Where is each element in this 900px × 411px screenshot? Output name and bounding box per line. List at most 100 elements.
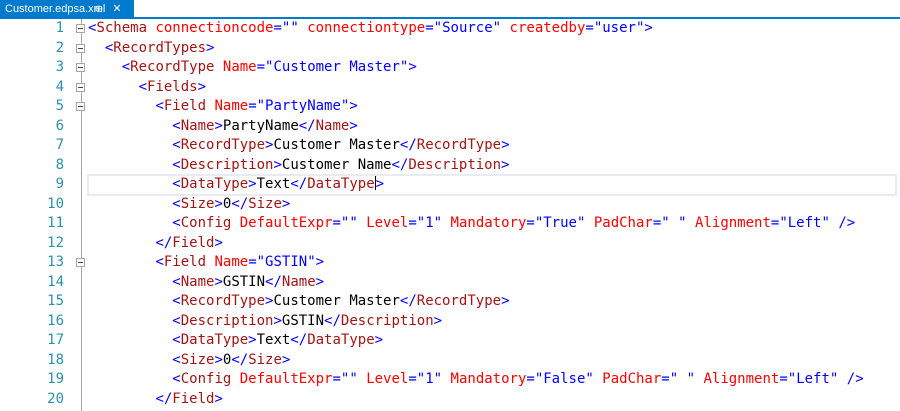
xml-delimiter: </ [298, 117, 316, 134]
collapse-outline-icon[interactable] [76, 63, 85, 72]
code-text: <Config DefaultExpr="" Level="1" Mandato… [88, 370, 896, 390]
code-line[interactable]: 17 <DataType>Text</DataType> [0, 331, 900, 351]
xml-delimiter: </ [324, 312, 341, 329]
xml-delimiter: </ [290, 176, 308, 192]
document-tab-title: Customer.edpsa.xml [5, 3, 106, 15]
line-number: 8 [55, 156, 64, 173]
xml-attribute-name: DefaultExpr [239, 371, 333, 387]
xml-tag-name: RecordType [416, 137, 502, 153]
line-number: 3 [55, 59, 64, 75]
code-line[interactable]: 13 <Field Name="GSTIN"> [0, 253, 900, 273]
xml-text [585, 215, 593, 231]
xml-text [88, 371, 172, 387]
code-text: <Schema connectioncode="" connectiontype… [88, 19, 896, 39]
code-line[interactable]: 16 <Description>GSTIN</Description> [0, 312, 900, 332]
xml-delimiter: > [248, 332, 257, 348]
xml-delimiter: < [172, 215, 181, 231]
xml-tag-name: Fields [147, 78, 198, 95]
code-line[interactable]: 9 <DataType>Text</DataType> [0, 174, 900, 196]
code-line[interactable]: 4 <Fields> [0, 78, 900, 98]
xml-text: Customer Master [273, 293, 400, 309]
xml-text: Text [256, 176, 291, 192]
xml-tag-name: DataType [180, 332, 249, 348]
xml-delimiter: = [332, 371, 341, 387]
code-line[interactable]: 10 <Size>0</Size> [0, 195, 900, 215]
document-tab[interactable]: Customer.edpsa.xml ⊕ ✕ [0, 0, 134, 19]
collapse-outline-icon[interactable] [76, 82, 85, 92]
xml-tag-name: Field [172, 234, 215, 251]
xml-text [88, 40, 105, 56]
code-line[interactable]: 12 </Field> [0, 234, 900, 254]
xml-delimiter: = [425, 20, 434, 36]
code-text: <Field Name="GSTIN"> [88, 253, 896, 273]
xml-tag-name: Description [408, 156, 502, 173]
code-editor[interactable]: 1<Schema connectioncode="" connectiontyp… [0, 19, 900, 411]
xml-text [88, 157, 172, 173]
line-number: 9 [55, 176, 64, 192]
code-line[interactable]: 11 <Config DefaultExpr="" Level="1" Mand… [0, 214, 900, 234]
code-line[interactable]: 1<Schema connectioncode="" connectiontyp… [0, 19, 900, 39]
xml-tag-name: Size [248, 195, 282, 212]
xml-attribute-value: "" [340, 215, 358, 231]
xml-tag-name: Description [180, 156, 274, 173]
collapse-outline-icon[interactable] [76, 43, 85, 53]
code-text: <DataType>Text</DataType> [87, 174, 897, 196]
xml-delimiter: > [408, 59, 417, 75]
xml-text [214, 59, 222, 75]
collapse-outline-icon[interactable] [76, 102, 85, 111]
code-line[interactable]: 15 <RecordType>Customer Master</RecordTy… [0, 292, 900, 312]
collapse-outline-icon[interactable] [76, 24, 85, 33]
code-line[interactable]: 14 <Name>GSTIN</Name> [0, 273, 900, 293]
code-text: <RecordTypes> [88, 39, 896, 59]
code-line[interactable]: 3 <RecordType Name="Customer Master"> [0, 58, 900, 78]
xml-text [88, 332, 172, 348]
code-text: <Name>PartyName</Name> [88, 117, 896, 137]
xml-text [442, 215, 450, 231]
pin-icon[interactable]: ⊕ [94, 4, 104, 15]
xml-attribute-value: "False" [534, 371, 594, 387]
xml-delimiter: > [273, 156, 282, 173]
xml-text [231, 371, 239, 387]
line-number: 4 [55, 78, 64, 95]
code-line[interactable]: 19 <Config DefaultExpr="" Level="1" Mand… [0, 370, 900, 390]
xml-text [88, 79, 139, 95]
xml-delimiter: > [265, 293, 274, 309]
xml-attribute-value: "" [281, 20, 299, 36]
xml-delimiter: > [433, 312, 443, 329]
xml-delimiter: < [138, 78, 148, 95]
xml-delimiter: = [256, 59, 266, 75]
code-line[interactable]: 7 <RecordType>Customer Master</RecordTyp… [0, 136, 900, 156]
xml-delimiter: > [315, 273, 325, 290]
xml-attribute-name: Alignment [695, 215, 771, 231]
xml-text [231, 215, 239, 231]
code-line[interactable]: 5 <Field Name="PartyName"> [0, 97, 900, 117]
code-line[interactable]: 2 <RecordTypes> [0, 39, 900, 59]
xml-attribute-value: "1" [416, 371, 443, 387]
xml-text: 0 [222, 195, 232, 212]
line-number: 17 [47, 332, 64, 348]
code-text: <Config DefaultExpr="" Level="1" Mandato… [88, 214, 896, 234]
close-icon[interactable]: ✕ [112, 3, 122, 15]
xml-text [88, 391, 155, 407]
code-line[interactable]: 18 <Size>0</Size> [0, 351, 900, 371]
collapse-outline-icon[interactable] [76, 258, 85, 267]
xml-tag-name: RecordTypes [113, 39, 207, 56]
xml-delimiter: > [501, 156, 510, 173]
xml-delimiter: </ [231, 351, 249, 368]
code-line[interactable]: 8 <Description>Customer Name</Descriptio… [0, 156, 900, 176]
code-line[interactable]: 20 </Field> [0, 390, 900, 410]
xml-attribute-value: "PartyName" [256, 98, 350, 114]
line-number: 2 [55, 39, 64, 56]
xml-tag-name: Schema [96, 20, 148, 36]
xml-text [88, 215, 172, 231]
xml-text [299, 20, 307, 36]
xml-delimiter: < [172, 293, 181, 309]
xml-tag-name: Field [163, 254, 207, 270]
xml-attribute-name: createdby [509, 20, 586, 36]
xml-attribute-value: " " [661, 215, 687, 231]
xml-delimiter: < [172, 176, 181, 192]
code-line[interactable]: 6 <Name>PartyName</Name> [0, 117, 900, 137]
line-number: 15 [47, 293, 64, 309]
xml-text: GSTIN [281, 312, 325, 329]
